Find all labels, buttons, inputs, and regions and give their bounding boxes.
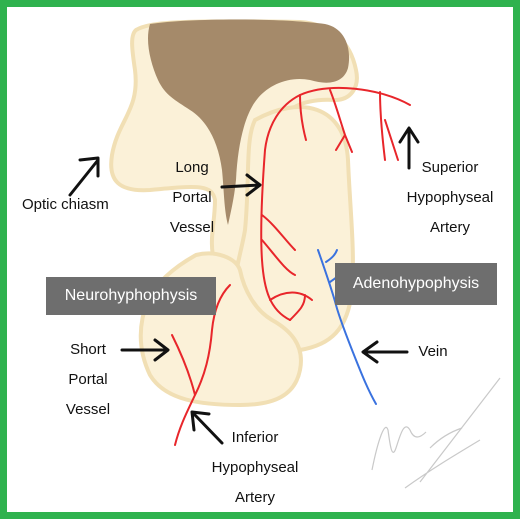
- arrow-icon: [363, 342, 407, 362]
- label-optic-chiasm-text: Optic chiasm: [22, 190, 132, 220]
- label-line: Inferior: [195, 423, 315, 453]
- label-line: Artery: [390, 213, 510, 243]
- label-line: Hypophyseal: [390, 183, 510, 213]
- label-superior-hypophyseal-artery: Superior Hypophyseal Artery: [390, 153, 510, 243]
- label-adenohypophysis-text: Adenohypophysis: [353, 275, 479, 293]
- label-vein: Vein: [408, 337, 458, 367]
- label-line: Artery: [195, 483, 315, 513]
- label-neurohypophysis-text: Neurohyphophysis: [65, 287, 198, 305]
- label-line: Short: [48, 335, 128, 365]
- label-line: Long: [152, 153, 232, 183]
- label-line: Superior: [390, 153, 510, 183]
- label-line: Portal: [152, 183, 232, 213]
- label-neurohypophysis: Neurohyphophysis: [46, 277, 216, 315]
- label-line: Hypophyseal: [195, 453, 315, 483]
- label-line: Vessel: [48, 395, 128, 425]
- label-long-portal-vessel: Long Portal Vessel: [152, 153, 232, 243]
- artist-signature: [372, 378, 500, 488]
- label-optic-chiasm: Optic chiasm: [22, 190, 132, 220]
- label-short-portal-vessel: Short Portal Vessel: [48, 335, 128, 425]
- label-line: Portal: [48, 365, 128, 395]
- label-line: Vessel: [152, 213, 232, 243]
- label-vein-text: Vein: [408, 337, 458, 367]
- label-adenohypophysis: Adenohypophysis: [335, 263, 497, 305]
- label-inferior-hypophyseal-artery: Inferior Hypophyseal Artery: [195, 423, 315, 513]
